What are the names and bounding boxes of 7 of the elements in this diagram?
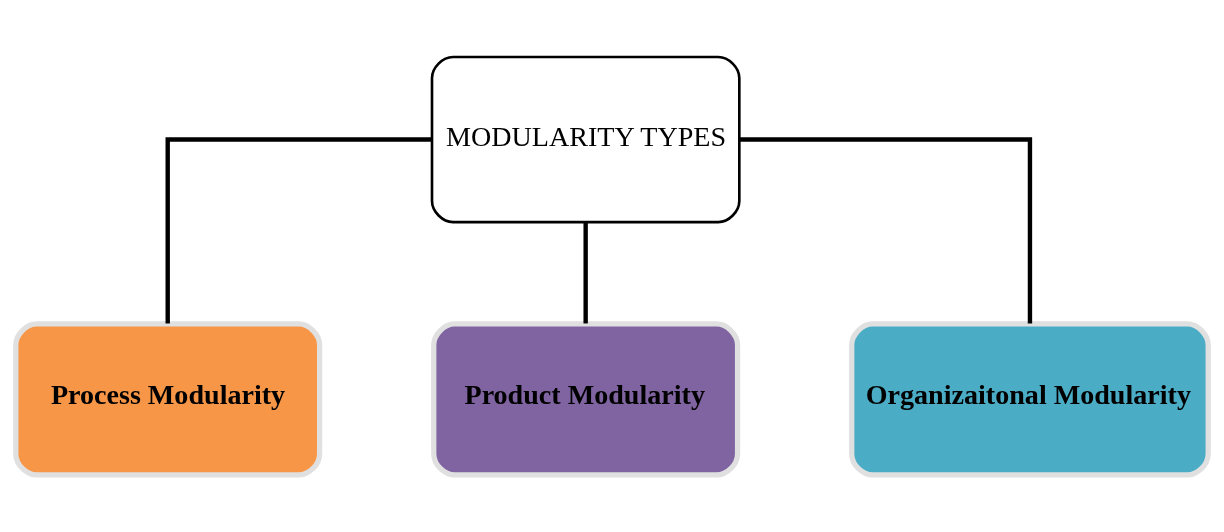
connector bbox=[165, 137, 432, 324]
connector bbox=[739, 137, 1033, 324]
node-box: Product Modularity bbox=[431, 321, 741, 478]
node-box: Process Modularity bbox=[13, 321, 323, 478]
node-box: Organizaitonal Modularity bbox=[849, 321, 1211, 478]
node-box: MODULARITY TYPES bbox=[430, 55, 741, 224]
connector bbox=[583, 222, 588, 324]
